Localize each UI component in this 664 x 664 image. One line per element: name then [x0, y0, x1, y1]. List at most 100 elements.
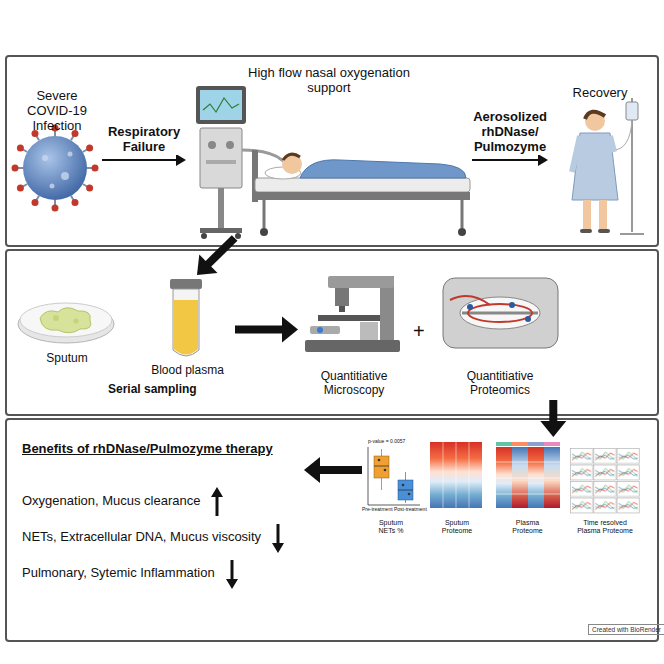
node-text: Plasma Proteome — [503, 519, 553, 535]
recovered-person-icon — [572, 133, 618, 200]
ventilator-icon — [208, 141, 216, 149]
blood-tube-icon — [170, 279, 202, 356]
heatmap-chart — [528, 442, 544, 446]
node-text: High flow nasal oxygenation support — [247, 66, 412, 96]
chart-node: Time resolved Plasma Proteome — [568, 437, 642, 537]
block-arrow — [540, 400, 566, 437]
benefits-box: Benefits of rhDNase/Pulmozyme therapyOxy… — [14, 438, 304, 608]
ventilator-icon — [196, 86, 246, 124]
heatmap-chart — [544, 442, 560, 446]
heatmap-chart — [456, 442, 457, 508]
bed-patient-icon — [255, 192, 470, 200]
ventilator-icon — [218, 188, 224, 228]
microscope-icon — [318, 315, 380, 321]
mass-spectrometer-icon — [509, 302, 515, 308]
virus-icon — [15, 128, 95, 208]
mass-spectrometer-icon — [467, 304, 473, 310]
recovered-person-icon — [572, 136, 580, 172]
virus-icon — [72, 199, 79, 206]
microscope-icon — [310, 326, 340, 334]
bed-patient-icon — [300, 160, 466, 178]
node-text: Quantitiative Proteomics — [454, 370, 546, 398]
recovered-person-icon — [598, 229, 610, 233]
virus-icon — [17, 185, 24, 192]
bed-patient-icon — [458, 228, 466, 236]
ventilator-icon — [203, 98, 239, 112]
heatmap-chart — [544, 447, 560, 508]
bed-patient-icon — [282, 154, 302, 174]
virus-icon — [50, 184, 55, 189]
box-plot-chart — [378, 459, 381, 462]
microscope-icon — [305, 276, 400, 352]
virus-icon — [17, 145, 24, 152]
virus-icon — [12, 125, 99, 212]
microscope-icon — [339, 306, 345, 312]
box-plot-chart — [408, 493, 411, 496]
heatmap-chart — [512, 442, 528, 446]
box-plot-chart — [368, 447, 420, 505]
edge-label: Aerosolized rhDNase/ Pulmozyme — [463, 110, 557, 155]
node-text: Sputum NETs % — [371, 519, 411, 535]
microscope-icon — [317, 327, 323, 333]
heatmap-chart — [496, 494, 560, 495]
mass-spectrometer-icon — [443, 278, 558, 348]
axis-label: Post-treatment — [394, 507, 427, 513]
mass-spectrometer-icon — [443, 278, 558, 348]
up-arrow-symbol — [210, 487, 224, 517]
virus-icon — [68, 152, 73, 157]
box-plot-chart — [402, 484, 405, 487]
down-arrow-symbol — [225, 559, 239, 589]
down-arrow-symbol — [226, 579, 238, 589]
down-arrow-symbol — [272, 543, 284, 553]
microscope-icon — [305, 340, 400, 352]
panel-frame — [6, 56, 658, 246]
benefit-text: Pulmonary, Sytemic Inflammation — [22, 566, 215, 581]
down-arrow-symbol — [271, 523, 285, 553]
microscope-icon — [360, 322, 378, 340]
panel-frame — [6, 419, 658, 641]
arrow-shaft — [208, 238, 235, 264]
edge-label: Respiratory Failure — [97, 125, 191, 155]
node-text: Sputum Proteome — [432, 519, 482, 535]
mass-spectrometer-icon — [462, 312, 538, 315]
bed-patient-icon — [252, 150, 470, 236]
panel-frame — [6, 250, 658, 415]
block-arrow — [235, 317, 298, 343]
benefit-row: Oxygenation, Mucus clearance — [22, 487, 224, 517]
recovered-person-icon — [583, 200, 591, 230]
petri-dish-icon — [53, 315, 59, 321]
down-arrow-symbol — [230, 560, 233, 581]
axis-note: p-value = 0.0057 — [368, 439, 405, 445]
virus-icon — [12, 125, 99, 212]
benefit-row: Pulmonary, Sytemic Inflammation — [22, 559, 239, 589]
up-arrow-symbol — [216, 495, 219, 516]
virus-icon — [52, 205, 59, 212]
chart-node: Sputum Proteome — [428, 437, 486, 537]
arrow-shaft — [235, 326, 283, 334]
node-text: Blood plasma — [151, 364, 224, 378]
section-label: Serial sampling — [108, 383, 197, 397]
recovered-person-icon — [572, 98, 644, 234]
recovered-person-icon — [585, 112, 605, 119]
stage-node: Severe COVID-19 Infection — [12, 85, 102, 215]
node-text: Recovery — [573, 86, 628, 101]
mass-spectrometer-icon — [460, 297, 540, 329]
recovered-person-icon — [613, 120, 632, 150]
heading-text: Benefits of rhDNase/Pulmozyme therapy — [22, 442, 273, 457]
down-arrow-symbol — [277, 524, 280, 545]
axis-label: Pre-treatment — [362, 507, 393, 513]
virus-icon — [23, 136, 87, 200]
up-arrow-symbol — [211, 487, 223, 497]
heatmap-chart — [528, 447, 544, 508]
method-node: Quantitiative Proteomics — [435, 262, 565, 400]
box-plot-chart — [398, 490, 413, 491]
petri-dish-icon — [74, 319, 79, 324]
ventilator-icon — [196, 86, 296, 239]
ventilator-icon — [200, 228, 242, 233]
benefit-text: Oxygenation, Mucus clearance — [22, 494, 200, 509]
bed-patient-icon — [461, 200, 464, 228]
node-text: Time resolved Plasma Proteome — [575, 519, 635, 535]
arrow-head — [197, 255, 218, 275]
